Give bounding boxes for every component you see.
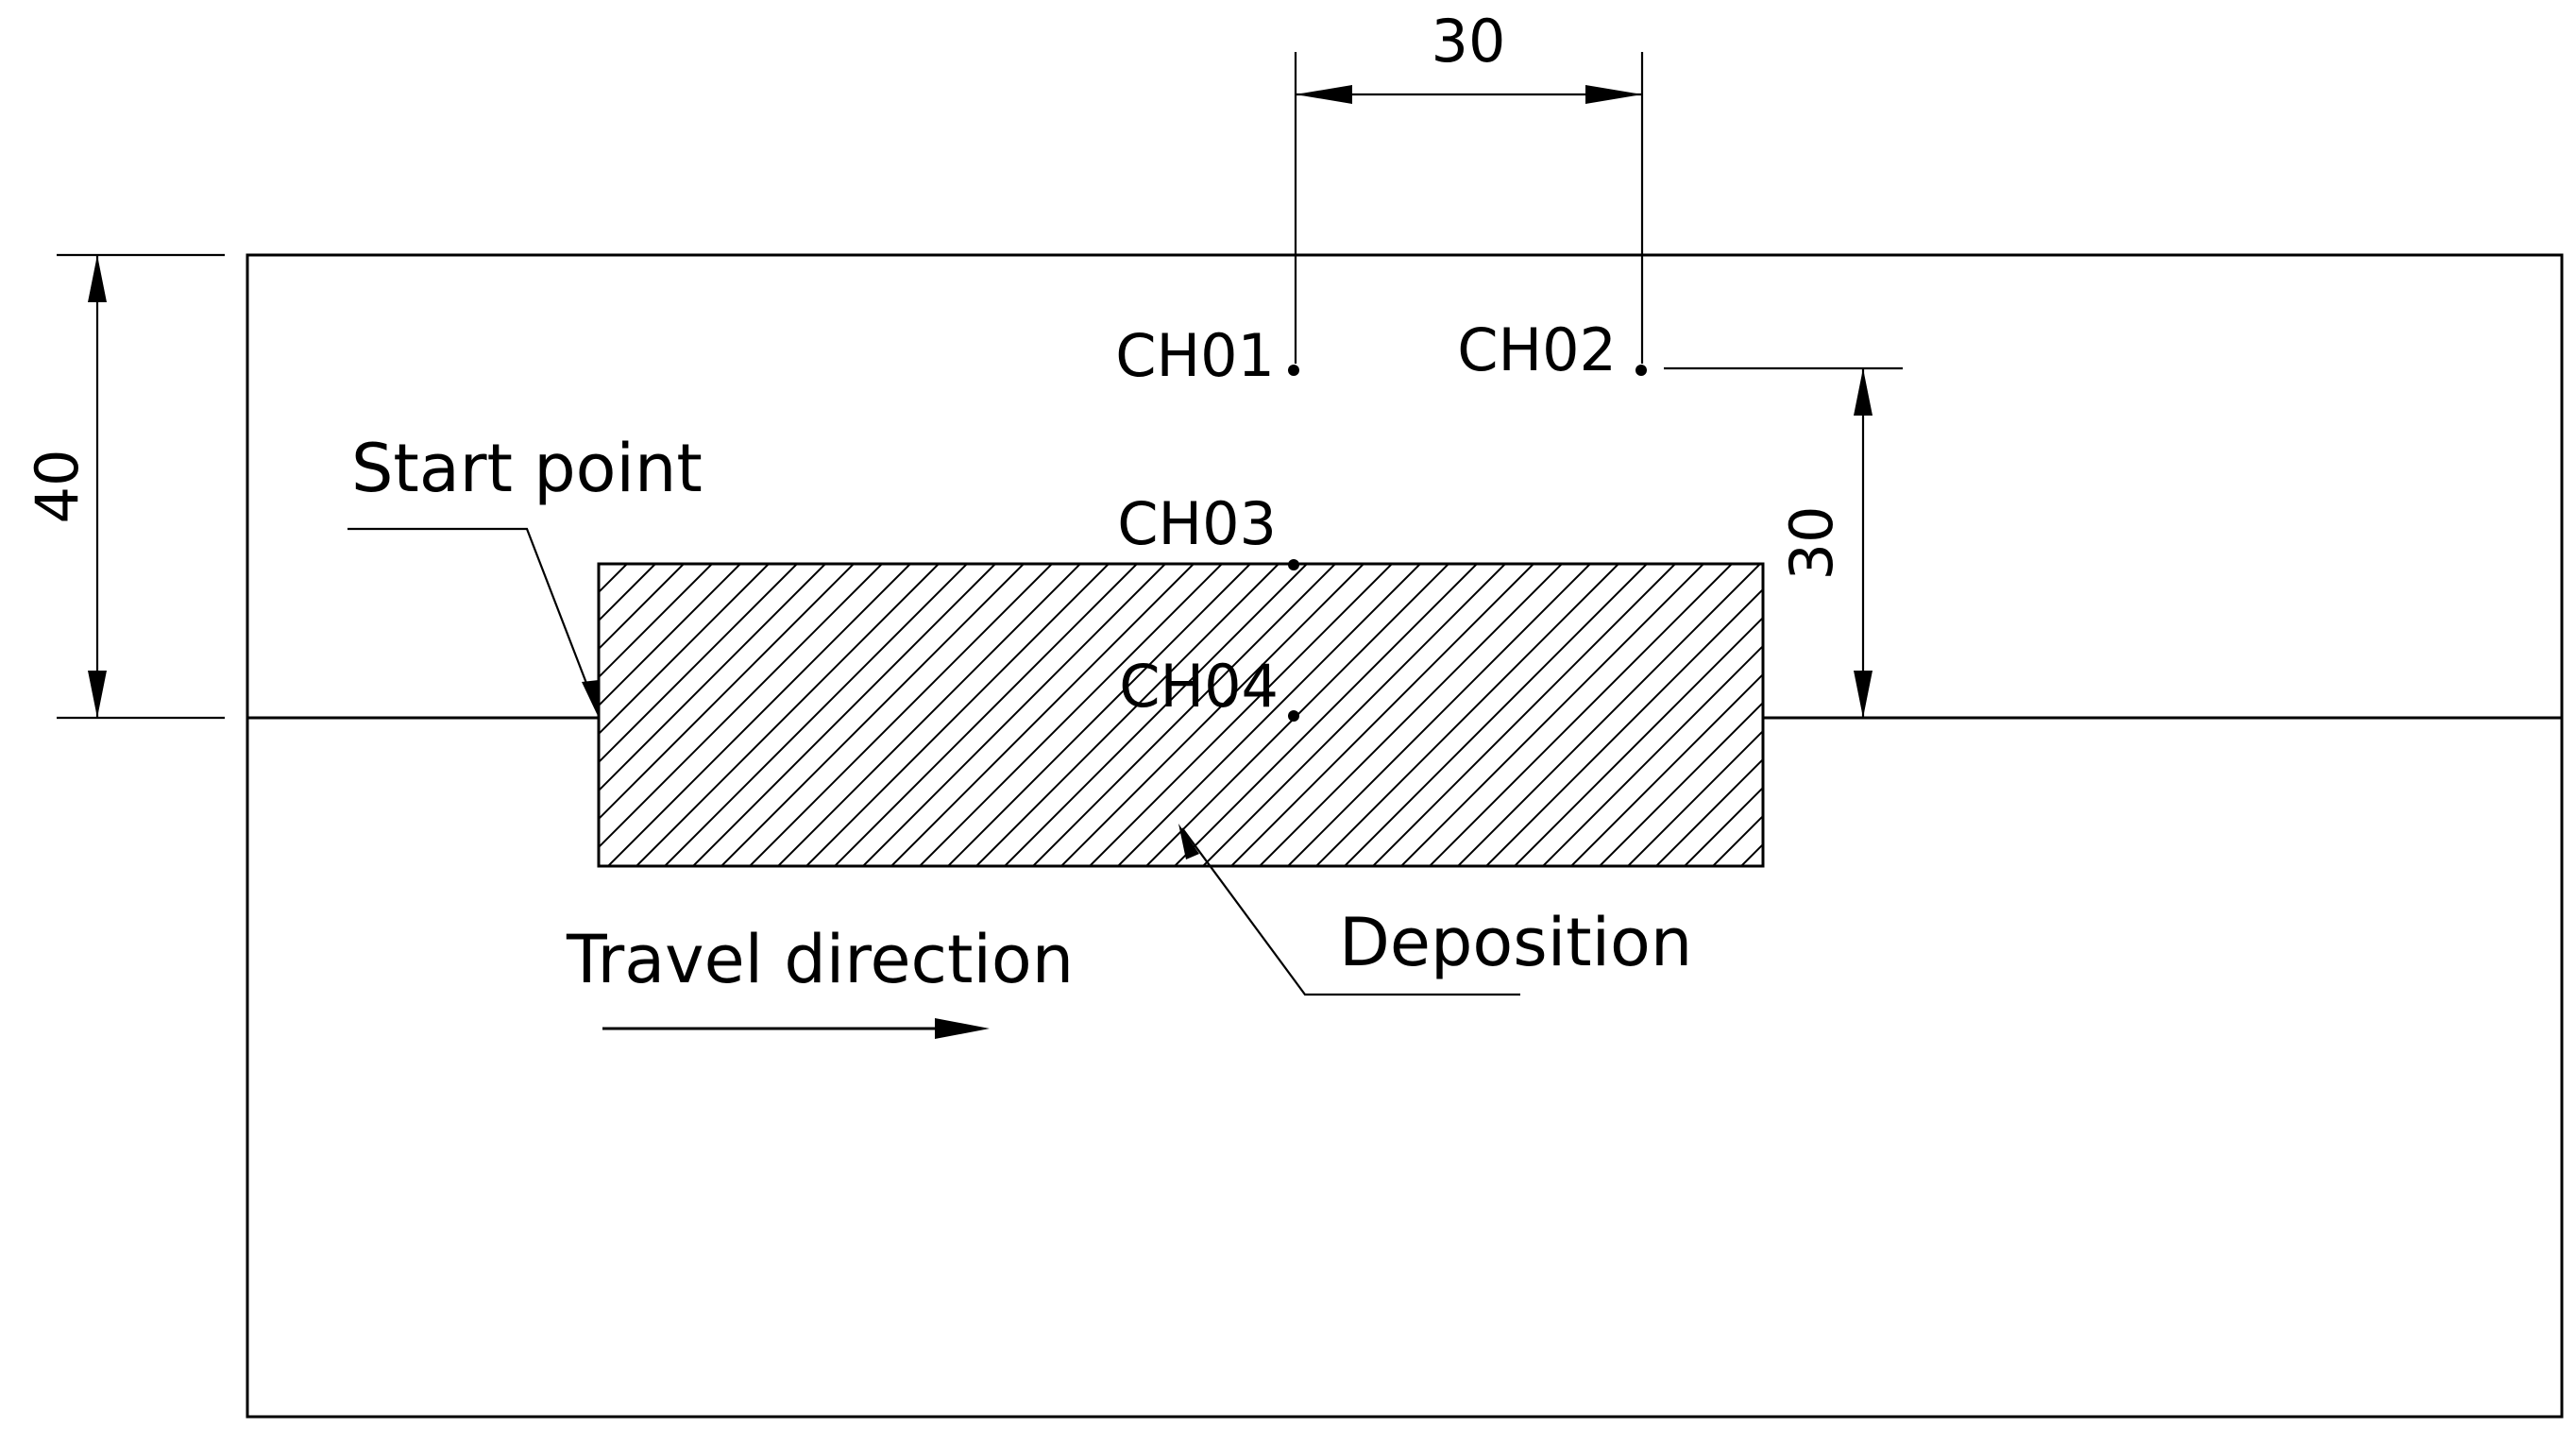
hatch-line	[720, 564, 1025, 866]
hatch-line	[1372, 564, 1676, 866]
hatch-line	[1004, 564, 1308, 866]
hatch-line	[599, 564, 741, 707]
travel-arrow-icon	[935, 1018, 990, 1039]
hatch-line	[1968, 564, 2270, 866]
hatch-line	[1485, 587, 1763, 866]
left-dimension-value: 40	[23, 450, 92, 524]
hatch-line	[1655, 757, 1763, 866]
hatch-line	[890, 564, 1195, 866]
hatch-line	[1400, 564, 1704, 866]
dim-arrow-down-icon	[1854, 671, 1873, 718]
hatch-line	[1174, 564, 1478, 866]
hatch-line	[1940, 564, 2242, 866]
hatch-line	[1996, 564, 2298, 866]
hatch-line	[1883, 564, 2185, 866]
hatch-line	[1570, 672, 1763, 866]
hatch-line	[2025, 564, 2327, 866]
hatch-line	[1542, 644, 1763, 866]
right-dimension: 30	[1664, 366, 1903, 718]
ch02-point	[1635, 365, 1647, 376]
channel-ch01: CH01	[1115, 321, 1299, 390]
dim-arrow-up-icon	[1854, 368, 1873, 416]
hatch-line	[599, 564, 685, 651]
ch01-label: CH01	[1115, 321, 1275, 390]
hatch-line	[1344, 564, 1648, 866]
leader-arrow-icon	[582, 680, 599, 718]
hatch-line	[599, 564, 713, 679]
ch03-point	[1288, 559, 1299, 570]
hatch-line	[805, 564, 1110, 866]
travel-direction-annotation: Travel direction	[566, 921, 1074, 1039]
ch01-point	[1288, 365, 1299, 376]
hatch-line	[1259, 564, 1563, 866]
hatch-line	[1684, 786, 1763, 866]
start-point-label: Start point	[351, 430, 703, 507]
hatch-line	[599, 564, 628, 594]
hatch-line	[1740, 842, 1763, 866]
hatch-line	[1855, 564, 2157, 866]
right-dimension-value: 30	[1777, 506, 1846, 581]
dim-arrow-left-icon	[1296, 85, 1352, 104]
deposition-leader	[1181, 827, 1520, 996]
ch02-label: CH02	[1457, 315, 1617, 384]
hatch-line	[599, 564, 600, 566]
hatch-line	[1117, 564, 1421, 866]
hatch-line	[1089, 564, 1393, 866]
hatch-line	[2053, 564, 2355, 866]
hatch-line	[1911, 564, 2213, 866]
hatch-line	[1287, 564, 1591, 866]
channel-ch04: CH04	[1119, 652, 1299, 722]
hatch-line	[1202, 564, 1506, 866]
hatch-line	[1457, 564, 1761, 866]
dim-arrow-up-icon	[88, 255, 107, 302]
dim-arrow-down-icon	[88, 671, 107, 718]
hatch-line	[599, 564, 855, 821]
hatch-line	[599, 564, 883, 849]
hatch-line	[599, 564, 826, 792]
top-dimension-value: 30	[1432, 7, 1506, 76]
travel-direction-label: Travel direction	[566, 921, 1074, 998]
hatch-line	[749, 564, 1053, 866]
hatch-line	[599, 564, 798, 764]
deposition-label: Deposition	[1339, 904, 1692, 981]
hatch-line	[664, 564, 968, 866]
deposition-leader-arrow-icon	[1178, 824, 1199, 859]
hatch-line	[1032, 564, 1336, 866]
hatch-line	[947, 564, 1251, 866]
hatch-line	[1798, 564, 2100, 866]
hatch-line	[1599, 701, 1763, 866]
hatch-line	[834, 564, 1138, 866]
hatch-line	[862, 564, 1166, 866]
hatch-line	[636, 564, 940, 866]
ch03-label: CH03	[1117, 489, 1277, 558]
dim-arrow-right-icon	[1585, 85, 1642, 104]
top-dimension: 30	[1294, 7, 1644, 364]
hatch-line	[1060, 564, 1364, 866]
hatch-line	[1429, 564, 1733, 866]
ch04-label: CH04	[1119, 652, 1279, 721]
hatch-line	[599, 564, 770, 736]
hatch-line	[692, 564, 996, 866]
start-point-annotation: Start point	[347, 430, 703, 718]
ch04-point	[1288, 710, 1299, 722]
hatch-line	[975, 564, 1280, 866]
hatch-line	[599, 564, 656, 622]
deposition-hatch	[599, 564, 2355, 866]
hatch-line	[1627, 729, 1763, 866]
left-dimension: 40	[23, 253, 225, 720]
hatch-line	[1770, 564, 2072, 866]
hatch-line	[919, 564, 1223, 866]
hatch-line	[607, 564, 911, 866]
channel-ch03: CH03	[1117, 489, 1299, 570]
hatch-line	[777, 564, 1081, 866]
hatch-line	[1230, 564, 1534, 866]
start-point-leader	[347, 527, 601, 716]
deposition-annotation: Deposition	[1178, 824, 1692, 996]
hatch-line	[1514, 616, 1763, 866]
hatch-line	[1315, 564, 1619, 866]
hatch-line	[1826, 564, 2128, 866]
workpiece-outline	[246, 253, 2564, 1419]
channel-ch02: CH02	[1457, 315, 1647, 384]
